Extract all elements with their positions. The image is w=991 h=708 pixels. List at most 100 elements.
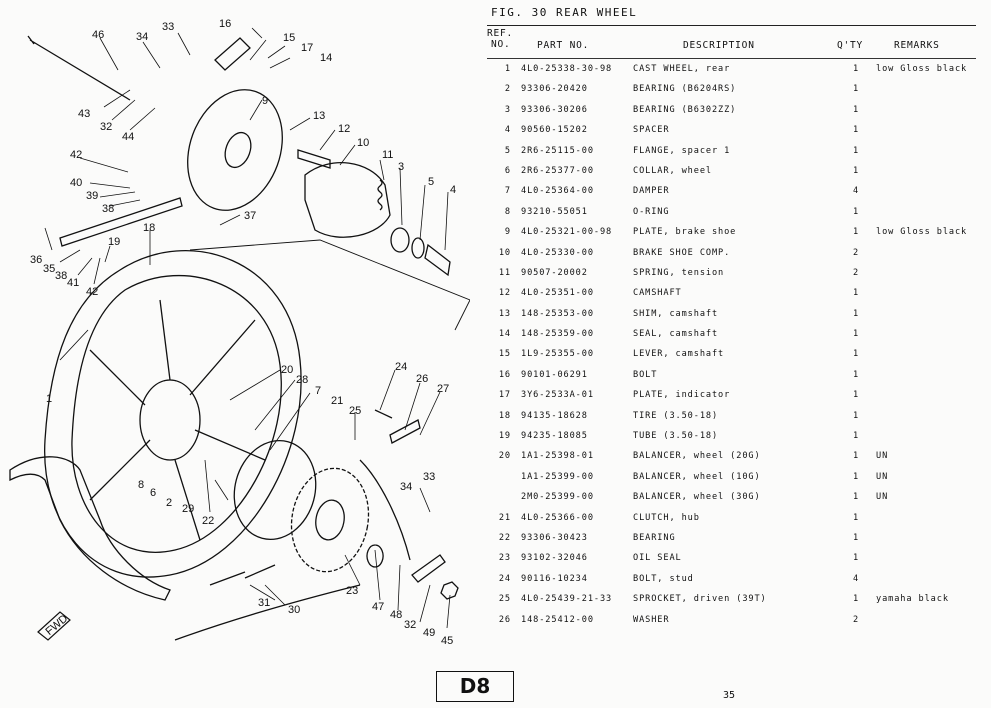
description: SPROCKET, driven (39T) <box>633 594 767 605</box>
ref-number: 21 <box>498 512 511 523</box>
oil-seal <box>366 544 384 568</box>
ref-number: 19 <box>498 431 511 442</box>
callout-33b: 33 <box>423 471 435 483</box>
quantity: 1 <box>852 104 860 115</box>
callout-44: 44 <box>122 131 134 143</box>
description: TUBE (3.50-18) <box>633 431 719 442</box>
callout-1: 1 <box>46 393 52 405</box>
description: CAST WHEEL, rear <box>633 64 731 74</box>
quantity: 1 <box>852 84 860 95</box>
sprocket <box>290 467 370 573</box>
part-number: 4L0-25439-21-33 <box>521 594 613 605</box>
part-number: 4L0-25351-00 <box>521 288 594 299</box>
assembly-line <box>59 239 470 361</box>
callout-40: 40 <box>70 177 82 189</box>
description: BALANCER, wheel (20G) <box>633 451 761 462</box>
quantity: 1 <box>852 349 860 360</box>
description: CAMSHAFT <box>633 288 682 299</box>
callout-43: 43 <box>78 108 90 120</box>
drive-chain <box>174 459 411 641</box>
ref-number: 8 <box>504 206 511 217</box>
quantity: 1 <box>852 410 860 421</box>
callout-6: 6 <box>150 487 156 499</box>
description: BRAKE SHOE COMP. <box>633 247 731 258</box>
description: TIRE (3.50-18) <box>633 410 719 421</box>
quantity: 1 <box>852 145 860 156</box>
ref-number: 24 <box>498 573 511 584</box>
quantity: 1 <box>852 553 860 564</box>
camshaft <box>297 149 331 169</box>
remarks: low Gloss black <box>876 64 968 74</box>
ref-number: 15 <box>498 349 511 360</box>
ref-number: 2 <box>504 84 511 95</box>
header-qty: Q'TY <box>837 40 864 51</box>
remarks: yamaha black <box>876 594 949 605</box>
ref-number: 14 <box>498 329 511 340</box>
callout-23: 23 <box>346 585 358 597</box>
callout-22: 22 <box>202 515 214 527</box>
quantity: 1 <box>852 329 860 340</box>
callout-42b: 42 <box>86 286 98 298</box>
indicator-plate <box>389 419 421 444</box>
flange <box>411 237 425 259</box>
leader-lines <box>44 27 451 629</box>
callout-31: 31 <box>258 597 270 609</box>
part-number: 94135-18628 <box>521 410 588 421</box>
description: FLANGE, spacer 1 <box>633 145 731 156</box>
callout-34b: 34 <box>400 481 412 493</box>
quantity: 2 <box>852 614 860 625</box>
remarks: UN <box>876 492 889 503</box>
ref-number: 22 <box>498 532 511 543</box>
wheel-rim <box>71 275 282 553</box>
brake-shoes <box>304 162 391 238</box>
ref-number: 6 <box>504 165 511 176</box>
part-number: 94235-18085 <box>521 431 588 442</box>
ref-number: 7 <box>504 186 511 197</box>
quantity: 1 <box>852 206 860 217</box>
quantity: 1 <box>852 227 860 238</box>
balancer-weights <box>209 564 276 586</box>
callout-3: 3 <box>398 161 404 173</box>
quantity: 1 <box>852 594 860 605</box>
description: OIL SEAL <box>633 553 682 564</box>
description: BALANCER, wheel (10G) <box>633 471 761 482</box>
ref-number: 17 <box>498 390 511 401</box>
part-number: 93306-30206 <box>521 104 588 115</box>
description: BOLT <box>633 369 658 380</box>
description: SPACER <box>633 125 670 136</box>
wheel-spokes <box>89 299 266 541</box>
callout-2: 2 <box>166 497 172 509</box>
callout-49: 49 <box>423 627 435 639</box>
stud-bolt <box>374 409 393 419</box>
spring <box>377 179 383 211</box>
ref-number: 20 <box>498 451 511 462</box>
header-remarks: REMARKS <box>894 40 940 51</box>
description: PLATE, indicator <box>633 390 731 401</box>
callout-7: 7 <box>315 385 321 397</box>
header-rule <box>487 58 976 59</box>
part-number: 1A1-25399-00 <box>521 471 594 482</box>
remarks: UN <box>876 451 889 462</box>
wheel-hub <box>139 379 201 461</box>
ref-number: 12 <box>498 288 511 299</box>
callout-46: 46 <box>92 29 104 41</box>
part-number: 93306-30423 <box>521 532 588 543</box>
description: SHIM, camshaft <box>633 308 719 319</box>
cam-lever <box>214 37 251 71</box>
description: COLLAR, wheel <box>633 165 712 176</box>
section-code-badge: D8 <box>436 671 514 702</box>
